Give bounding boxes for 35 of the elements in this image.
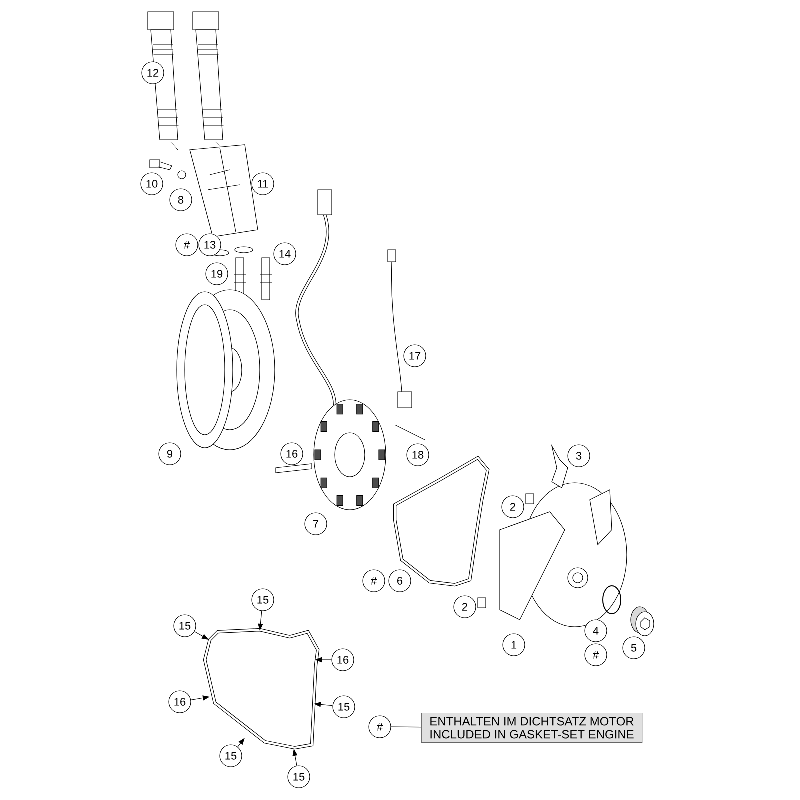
callout-number: 12: [142, 62, 164, 84]
callout-number: 3: [568, 444, 590, 468]
callout-number: #: [584, 644, 608, 666]
callout-number: 16: [332, 648, 354, 672]
connector-line: [391, 726, 422, 728]
callout-number: 15: [332, 696, 356, 718]
callout-number: 9: [158, 442, 182, 466]
callout-number: #: [368, 716, 392, 738]
callout-number: 2: [454, 596, 476, 618]
gasket-drawing: [203, 628, 320, 750]
callout-number: 7: [304, 512, 328, 536]
callout-number: 8: [170, 188, 192, 212]
callout-number: 16: [280, 442, 304, 466]
leader-line: [238, 738, 245, 748]
callout-number: 1: [502, 634, 526, 656]
callout-number: 15: [174, 614, 196, 638]
callout-number: #: [176, 234, 198, 256]
callout-number: 11: [252, 172, 274, 196]
note-box: ENTHALTEN IM DICHTSATZ MOTOR INCLUDED IN GASKET-SET ENGINE: [421, 712, 643, 744]
callout-number: 10: [140, 172, 164, 196]
callout-number: 14: [274, 242, 296, 266]
callout-number: 4: [584, 620, 608, 642]
leader-line: [194, 631, 209, 640]
callout-number: 18: [406, 444, 430, 466]
callout-number: 5: [622, 636, 646, 660]
callout-number: 15: [220, 744, 242, 768]
callout-number: 19: [206, 262, 228, 286]
callout-number: 17: [404, 344, 426, 368]
callout-number: 2: [502, 496, 524, 518]
callout-number: 6: [388, 570, 412, 592]
callout-number: #: [362, 570, 386, 592]
callout-number: 15: [252, 588, 274, 612]
callout-number: 16: [168, 690, 192, 714]
callout-number: 15: [288, 766, 310, 788]
callout-number: 13: [198, 234, 222, 256]
